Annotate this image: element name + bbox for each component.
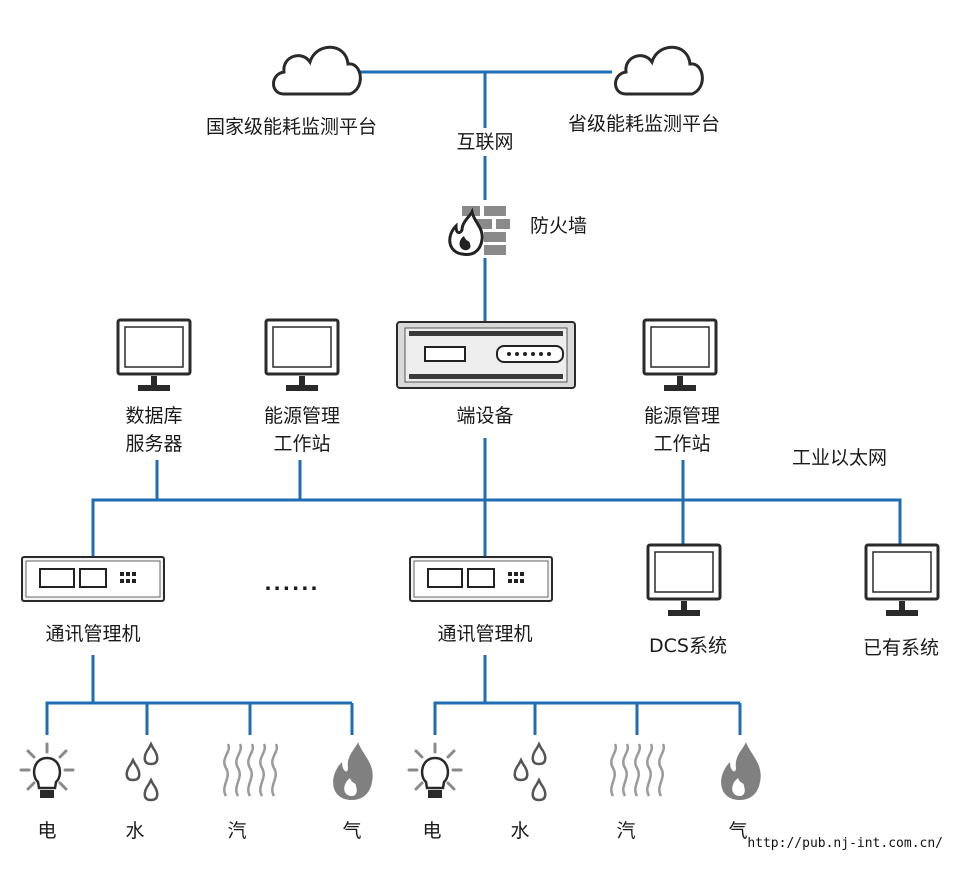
- flame-icon: [721, 742, 761, 800]
- steam-label-2: 汽: [616, 820, 636, 842]
- firewall-label: 防火墙: [530, 215, 588, 237]
- flame-icon: [333, 742, 373, 800]
- comm-manager-icon: [409, 556, 553, 602]
- db-server-label-line1: 数据库: [125, 405, 183, 427]
- monitor-icon: [116, 318, 192, 391]
- monitor-icon: [864, 543, 940, 616]
- steam-label: 汽: [227, 820, 247, 842]
- comm-manager-icon: [21, 556, 165, 602]
- meter-bus-1: [45, 655, 95, 735]
- water-drops-icon: [125, 741, 159, 802]
- cloud-icon: [614, 45, 704, 96]
- electricity-label: 电: [37, 820, 57, 842]
- gas-label-2: 气: [728, 820, 748, 842]
- water-label-2: 水: [510, 820, 530, 842]
- water-label: 水: [125, 820, 145, 842]
- comm-manager-1-label: 通讯管理机: [45, 623, 141, 645]
- ethernet-bus: [91, 498, 902, 557]
- steam-icon: [223, 743, 279, 797]
- monitor-icon: [264, 318, 340, 391]
- endpoint-device-label: 端设备: [456, 405, 514, 427]
- national-platform-label: 国家级能耗监测平台: [206, 116, 378, 138]
- light-bulb-icon: [407, 742, 463, 798]
- gas-label: 气: [342, 820, 362, 842]
- energy-workstation-label-line1: 能源管理: [263, 405, 341, 427]
- energy-workstation2-label-line2: 工作站: [653, 433, 711, 455]
- firewall-icon: [448, 206, 510, 256]
- cloud-icon: [272, 45, 362, 96]
- monitor-icon: [646, 543, 722, 616]
- provincial-platform-label: 省级能耗监测平台: [568, 113, 721, 135]
- internet-label: 互联网: [456, 131, 514, 153]
- server-rack-icon: [396, 321, 576, 389]
- existing-system-label: 已有系统: [862, 637, 940, 659]
- db-server-label-line2: 服务器: [125, 433, 183, 455]
- industrial-ethernet-label: 工业以太网: [792, 447, 888, 469]
- dcs-system-label: DCS系统: [649, 635, 727, 657]
- watermark-url: http://pub.nj-int.com.cn/: [747, 836, 943, 851]
- steam-icon: [610, 743, 666, 797]
- meter-bus-2: [433, 655, 487, 735]
- connection-lines: [45, 70, 902, 735]
- ellipsis-label: ......: [264, 573, 320, 595]
- energy-workstation-label-line2: 工作站: [273, 433, 331, 455]
- water-drops-icon: [513, 741, 547, 802]
- electricity-label-2: 电: [422, 820, 442, 842]
- comm-manager-2-label: 通讯管理机: [437, 623, 533, 645]
- energy-workstation2-label-line1: 能源管理: [643, 405, 721, 427]
- monitor-icon: [642, 318, 718, 391]
- light-bulb-icon: [19, 742, 75, 798]
